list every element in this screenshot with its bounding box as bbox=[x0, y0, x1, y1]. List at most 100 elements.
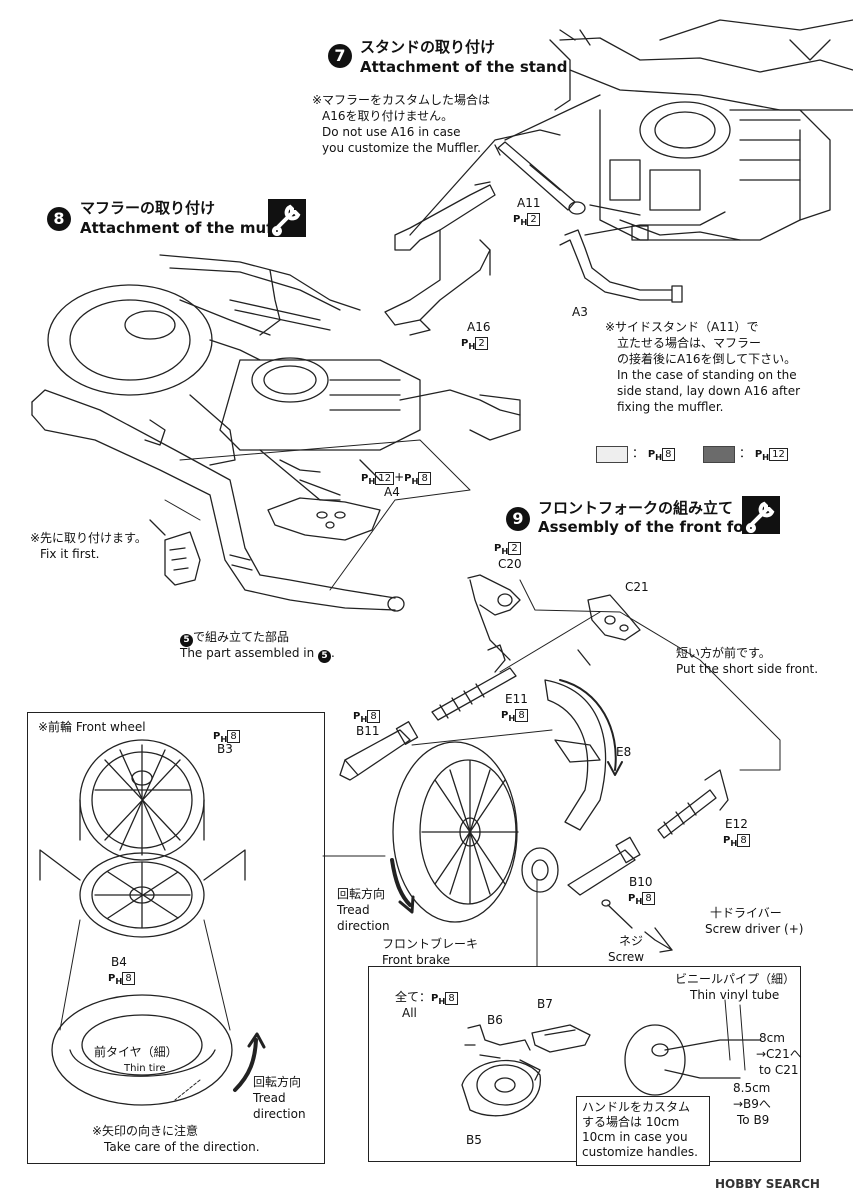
custom-handle-note-jp-2: する場合は 10cm bbox=[582, 1115, 680, 1129]
custom-handle-note-en-2: customize handles. bbox=[582, 1145, 698, 1159]
vinyl-tube-label-en: Thin vinyl tube bbox=[690, 988, 780, 1002]
step9-title-jp: フロントフォークの組み立て bbox=[538, 499, 734, 517]
front-wheel-illustration bbox=[39, 739, 266, 1106]
step7-note-jp-1: ※マフラーをカスタムした場合は bbox=[312, 93, 491, 107]
part-label-e8: E8 bbox=[616, 745, 632, 759]
vinyl-tube-label-jp: ビニールパイプ（細） bbox=[675, 972, 796, 986]
step9-number-badge: 9 bbox=[506, 507, 530, 531]
bracket-fix-first bbox=[149, 519, 201, 586]
parts-tree-icon: PH bbox=[513, 214, 528, 227]
legend-light-swatch bbox=[596, 446, 628, 463]
fork-assembly-illustration bbox=[339, 574, 781, 953]
wheel-tread-direction-jp: 回転方向 bbox=[253, 1075, 302, 1089]
short-side-note-jp: 短い方が前です。 bbox=[676, 646, 771, 660]
part-label-a16: A16 bbox=[467, 320, 491, 334]
step8-number-badge: 8 bbox=[47, 207, 71, 231]
parts-tree-icon: PH bbox=[754, 449, 770, 462]
part-label-b3: B3 bbox=[217, 742, 233, 756]
screw-label-jp: ネジ bbox=[619, 934, 644, 948]
front-wheel-title: ※前輪 Front wheel bbox=[38, 720, 146, 734]
part-label-b10: B10 bbox=[629, 875, 653, 889]
tube-length-2-to-en: To B9 bbox=[737, 1113, 770, 1127]
screw-label-en: Screw bbox=[608, 950, 645, 964]
screwdriver-label-en: Screw driver (+) bbox=[705, 922, 804, 936]
muffler-part bbox=[31, 389, 405, 612]
assembled-part-note-en: The part assembled in 5. bbox=[180, 646, 335, 663]
side-stand-note-jp-1: ※サイドスタンド（A11）で bbox=[605, 320, 759, 334]
part-label-a4: A4 bbox=[384, 485, 400, 499]
step7-number-badge: 7 bbox=[328, 44, 352, 68]
side-stand-note-en-2: side stand, lay down A16 after bbox=[617, 384, 801, 398]
custom-handle-note-en-1: 10cm in case you bbox=[582, 1130, 688, 1144]
watermark-text: HOBBY SEARCH bbox=[715, 1177, 820, 1191]
custom-handle-note-jp-1: ハンドルをカスタム bbox=[582, 1100, 691, 1114]
step7-note-en-1: Do not use A16 in case bbox=[322, 125, 461, 139]
tube-length-1: 8cm bbox=[759, 1031, 785, 1045]
part-label-b5: B5 bbox=[466, 1133, 482, 1147]
side-stand-note-jp-2: 立たせる場合は、マフラー bbox=[617, 336, 762, 350]
all-parts-ref-en: All bbox=[402, 1006, 417, 1020]
tread-direction-en-1: Tread bbox=[337, 903, 370, 917]
tread-direction-jp: 回転方向 bbox=[337, 887, 386, 901]
tube-length-1-to-en: to C21 bbox=[759, 1063, 799, 1077]
front-brake-title-jp: フロントブレーキ bbox=[382, 937, 479, 951]
step7-note-en-2: you customize the Muffler. bbox=[322, 141, 481, 155]
front-brake-illustration bbox=[461, 999, 761, 1117]
short-side-note-en: Put the short side front. bbox=[676, 662, 819, 676]
frame-illustration-step8 bbox=[47, 254, 521, 501]
step8-title-jp: マフラーの取り付け bbox=[80, 199, 216, 217]
front-wheel-panel bbox=[27, 712, 325, 1164]
parts-tree-icon: PH bbox=[647, 449, 663, 462]
wrench-icon bbox=[742, 496, 780, 534]
part-label-b7: B7 bbox=[537, 997, 553, 1011]
tube-length-2-to-jp: →B9へ bbox=[733, 1097, 771, 1111]
side-stand-note-en-1: In the case of standing on the bbox=[617, 368, 797, 382]
step9-title-en: Assembly of the front fork bbox=[538, 518, 761, 536]
main-stand-a16 bbox=[384, 129, 561, 336]
part-label-c20: C20 bbox=[498, 557, 522, 571]
wheel-tread-direction-en-2: direction bbox=[253, 1107, 306, 1121]
watermark-logo: HOBBY SEARCH bbox=[715, 1177, 820, 1192]
fix-first-note-jp: ※先に取り付けます。 bbox=[30, 531, 147, 545]
engine-illustration-step7 bbox=[549, 19, 853, 241]
wrench-icon bbox=[268, 199, 306, 237]
side-stand-note-en-3: fixing the muffler. bbox=[617, 400, 724, 414]
fix-first-note-en: Fix it first. bbox=[40, 547, 100, 561]
step7-title-jp: スタンドの取り付け bbox=[360, 38, 496, 56]
step8-title-en: Attachment of the muffler bbox=[80, 219, 301, 237]
tread-direction-en-2: direction bbox=[337, 919, 390, 933]
thin-tire-label-en: Thin tire bbox=[124, 1063, 166, 1074]
side-stand-a11 bbox=[494, 94, 641, 216]
arrow-direction-note-jp: ※矢印の向きに注意 bbox=[92, 1124, 199, 1138]
part-label-a11: A11 bbox=[517, 196, 541, 210]
part-label-e11: E11 bbox=[505, 692, 528, 706]
part-label-b6: B6 bbox=[487, 1013, 503, 1027]
tube-length-2: 8.5cm bbox=[733, 1081, 771, 1095]
screwdriver-label-jp: 十ドライバー bbox=[710, 906, 782, 920]
part-label-b11: B11 bbox=[356, 724, 380, 738]
tube-length-1-to-jp: →C21へ bbox=[756, 1047, 802, 1061]
part-label-e12: E12 bbox=[725, 817, 748, 831]
parts-tree-icon: PH bbox=[461, 338, 476, 351]
part-label-b4: B4 bbox=[111, 955, 127, 969]
arrow-direction-note-en: Take care of the direction. bbox=[104, 1140, 260, 1154]
thin-tire-label-jp: 前タイヤ（細） bbox=[94, 1045, 178, 1059]
legend-dark-swatch bbox=[703, 446, 735, 463]
custom-handle-note-box: ハンドルをカスタム する場合は 10cm 10cm in case you cu… bbox=[576, 1096, 710, 1166]
side-stand-note-jp-3: の接着後にA16を倒して下さい。 bbox=[617, 352, 797, 366]
part-label-a3: A3 bbox=[572, 305, 588, 319]
